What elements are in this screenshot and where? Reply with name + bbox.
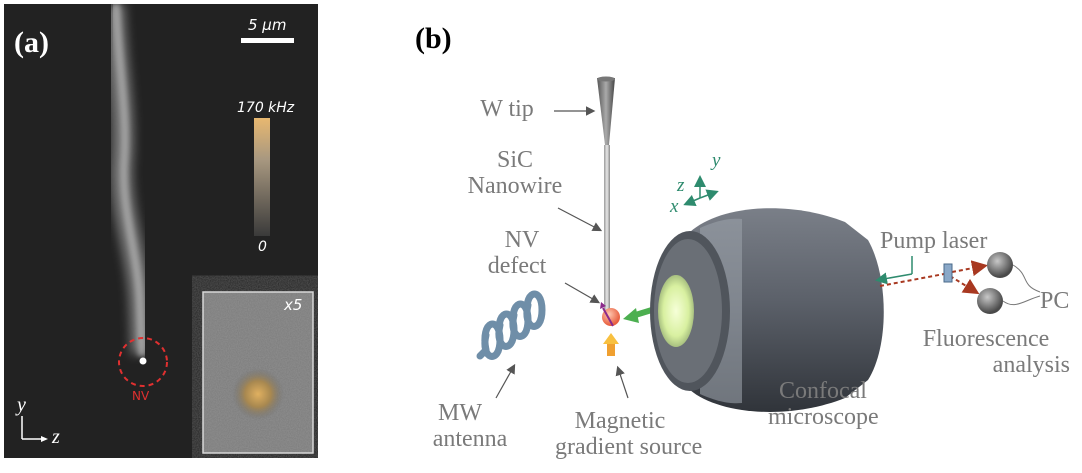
panel-b-label: (b) xyxy=(415,22,452,55)
xyz-axes-triad xyxy=(683,175,719,206)
nv-label: NV xyxy=(132,389,150,403)
beam-splitter xyxy=(943,263,953,283)
laser-source xyxy=(987,252,1013,278)
photodetector xyxy=(977,288,1003,314)
laser-path xyxy=(875,256,988,295)
scale-bar xyxy=(241,38,294,43)
nanowire-image xyxy=(21,4,314,454)
confocal-microscope-objective xyxy=(650,208,884,412)
mw-label-line2: antenna xyxy=(432,426,508,452)
magnetic-pointer xyxy=(615,365,629,399)
axis-z-label: z xyxy=(52,426,60,448)
tungsten-tip xyxy=(597,78,615,145)
fluorescence-label-line2: analysis xyxy=(992,352,1070,378)
colorbar xyxy=(254,118,270,236)
nv-defect-label-line2: defect xyxy=(487,253,547,279)
axis-x-label-b: x xyxy=(670,196,679,217)
mw-label-line1: MW xyxy=(438,400,482,426)
w-tip-label: W tip xyxy=(480,96,534,122)
magnetic-label-line1: Magnetic xyxy=(574,408,666,434)
inset-zoom-label: x5 xyxy=(284,296,303,314)
magnetic-source-arrow xyxy=(607,343,615,356)
confocal-label-line1: Confocal xyxy=(779,378,867,404)
sic-label-line1: SiC xyxy=(496,147,534,173)
axis-z-label-b: z xyxy=(677,175,685,196)
pump-laser-label: Pump laser xyxy=(880,228,988,254)
confocal-image-panel: (a) 5 μm 170 kHz 0 NV x5 y z xyxy=(4,4,318,458)
sic-label-line2: Nanowire xyxy=(467,173,563,199)
axis-y-label-b: y xyxy=(712,150,721,171)
nanowire-pointer xyxy=(557,207,603,232)
objective-lens xyxy=(658,275,694,347)
mw-pointer xyxy=(495,363,516,399)
colorbar-max-label: 170 kHz xyxy=(237,100,295,116)
fluorescence-label-line1: Fluorescence xyxy=(922,326,1050,352)
axis-y-label: y xyxy=(17,394,26,416)
confocal-label-line2: microscope xyxy=(768,404,879,430)
nv-circle xyxy=(118,337,168,387)
magnetic-label-line2: gradient source xyxy=(555,434,703,460)
mw-antenna-coil xyxy=(476,290,546,360)
pc-label: PC xyxy=(1040,288,1070,314)
panel-a-label: (a) xyxy=(14,26,49,59)
nv-spot xyxy=(139,357,147,365)
colorbar-min-label: 0 xyxy=(258,239,267,255)
axis-z-arrowhead xyxy=(41,436,48,442)
nv-defect-label-line1: NV xyxy=(504,227,540,253)
scale-bar-label: 5 μm xyxy=(248,16,287,34)
sic-nanowire xyxy=(604,145,610,312)
inset-zoom-image xyxy=(202,291,314,454)
nv-pointer xyxy=(564,282,601,304)
